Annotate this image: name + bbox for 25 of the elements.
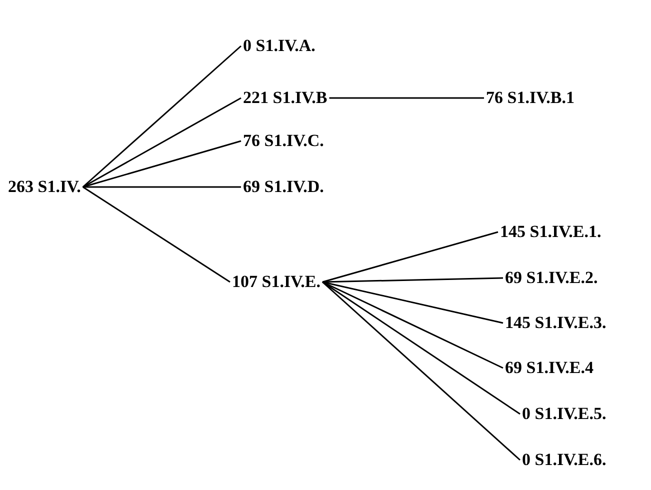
connector-line bbox=[329, 97, 484, 99]
tree-node-label: 76 S1.IV.B.1 bbox=[486, 88, 574, 108]
connector-line bbox=[322, 281, 520, 461]
tree-node-label: 145 S1.IV.E.1. bbox=[500, 222, 602, 242]
tree-node-label: 0 S1.IV.E.6. bbox=[522, 450, 606, 470]
connector-line bbox=[322, 281, 504, 324]
connector-line bbox=[322, 277, 504, 283]
tree-node-label: 0 S1.IV.E.5. bbox=[522, 404, 606, 424]
connector-line bbox=[322, 231, 498, 283]
connector-line bbox=[82, 97, 242, 188]
tree-node-label: 69 S1.IV.E.4 bbox=[505, 358, 594, 378]
tree-node-label: 69 S1.IV.D. bbox=[243, 177, 324, 197]
connector-line bbox=[82, 186, 241, 188]
tree-node-label: 107 S1.IV.E. bbox=[232, 272, 320, 292]
tree-node-label: 76 S1.IV.C. bbox=[243, 131, 324, 151]
tree-node-label: 145 S1.IV.E.3. bbox=[505, 313, 606, 333]
tree-node-label: 69 S1.IV.E.2. bbox=[505, 268, 598, 288]
tree-node-label: 263 S1.IV. bbox=[8, 177, 81, 197]
connector-line bbox=[82, 45, 242, 188]
connector-line bbox=[322, 281, 520, 415]
tree-node-label: 221 S1.IV.B bbox=[243, 88, 328, 108]
tree-node-label: 0 S1.IV.A. bbox=[243, 36, 316, 56]
connector-line bbox=[322, 281, 504, 369]
connector-line bbox=[82, 186, 230, 283]
connector-line bbox=[82, 140, 242, 188]
